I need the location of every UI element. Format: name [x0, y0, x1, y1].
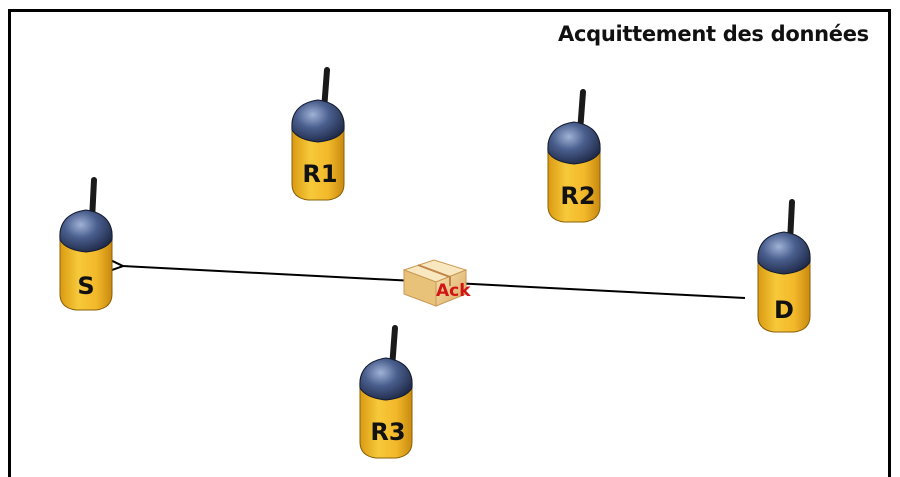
radio-device-icon	[59, 177, 113, 311]
node-label: R2	[560, 182, 595, 210]
radio-device-icon	[547, 89, 601, 223]
radio-device-icon	[291, 67, 345, 201]
radio-device-icon	[757, 199, 811, 333]
node-r1: R1	[291, 67, 345, 201]
node-label: S	[77, 272, 94, 300]
node-r2: R2	[547, 89, 601, 223]
radio-device-icon	[359, 325, 413, 459]
node-s: S	[59, 177, 113, 311]
node-d: D	[757, 199, 811, 333]
ack-label: Ack	[436, 281, 471, 301]
package-icon	[402, 259, 468, 307]
diagram-frame	[8, 9, 891, 477]
ack-packet: Ack	[402, 259, 471, 307]
node-label: D	[774, 296, 794, 324]
node-r3: R3	[359, 325, 413, 459]
node-label: R3	[370, 418, 405, 446]
node-label: R1	[302, 160, 337, 188]
diagram-title: Acquittement des données	[558, 22, 869, 46]
